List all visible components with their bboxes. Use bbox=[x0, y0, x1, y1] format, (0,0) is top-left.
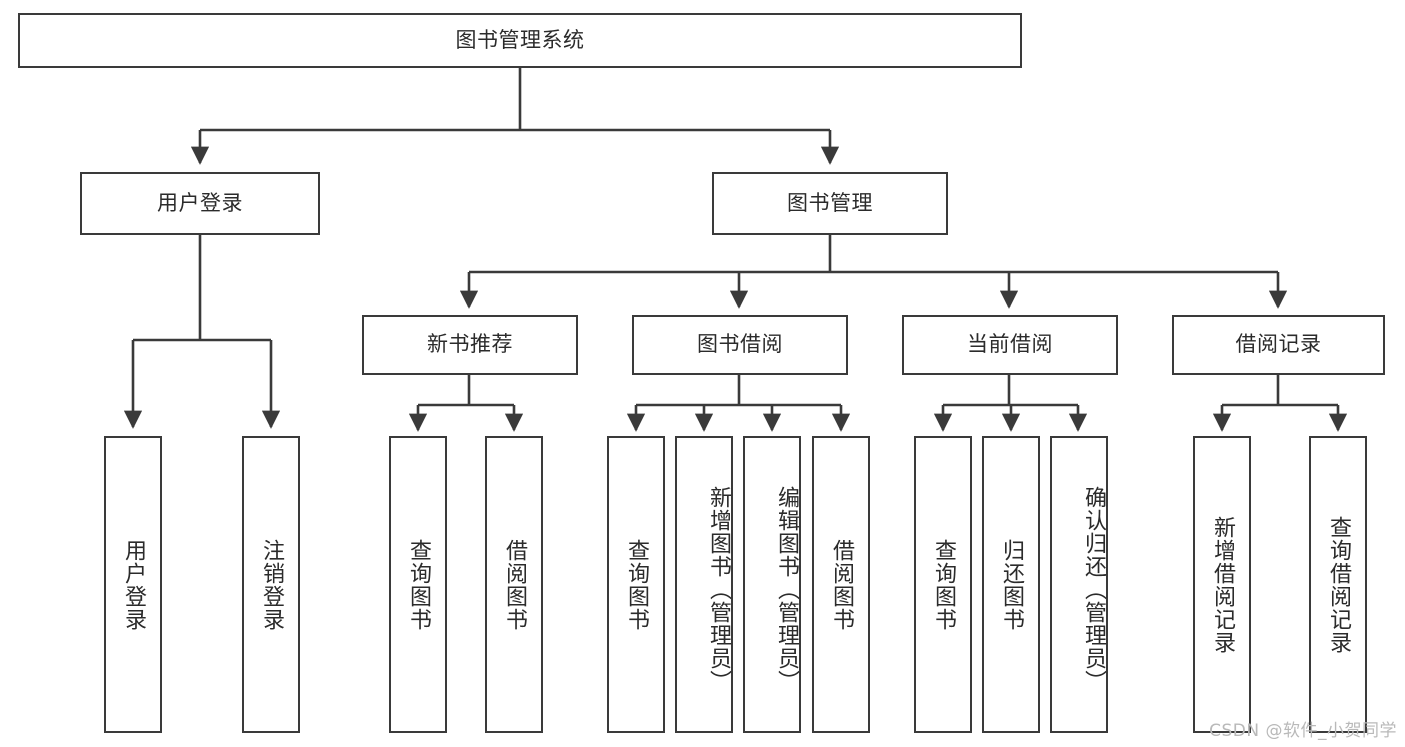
leaf-add-book[interactable]: 新增图书（管理员） bbox=[675, 436, 733, 733]
leaf-return-book[interactable]: 归还图书 bbox=[982, 436, 1040, 733]
node-book-borrow[interactable]: 图书借阅 bbox=[632, 315, 848, 375]
node-current-borrow[interactable]: 当前借阅 bbox=[902, 315, 1118, 375]
leaf-add-record[interactable]: 新增借阅记录 bbox=[1193, 436, 1251, 733]
node-borrow-record[interactable]: 借阅记录 bbox=[1172, 315, 1385, 375]
leaf-query-book-1[interactable]: 查询图书 bbox=[389, 436, 447, 733]
leaf-query-record[interactable]: 查询借阅记录 bbox=[1309, 436, 1367, 733]
leaf-user-login[interactable]: 用户登录 bbox=[104, 436, 162, 733]
leaf-query-book-2[interactable]: 查询图书 bbox=[607, 436, 665, 733]
leaf-query-book-3[interactable]: 查询图书 bbox=[914, 436, 972, 733]
leaf-edit-book[interactable]: 编辑图书（管理员） bbox=[743, 436, 801, 733]
leaf-confirm-return[interactable]: 确认归还（管理员） bbox=[1050, 436, 1108, 733]
node-user-login[interactable]: 用户登录 bbox=[80, 172, 320, 235]
node-root[interactable]: 图书管理系统 bbox=[18, 13, 1022, 68]
node-book-manage[interactable]: 图书管理 bbox=[712, 172, 948, 235]
watermark: CSDN @软件_小贺同学 bbox=[1209, 721, 1397, 741]
leaf-logout-login[interactable]: 注销登录 bbox=[242, 436, 300, 733]
node-new-book-recommend[interactable]: 新书推荐 bbox=[362, 315, 578, 375]
leaf-borrow-book-1[interactable]: 借阅图书 bbox=[485, 436, 543, 733]
leaf-borrow-book-2[interactable]: 借阅图书 bbox=[812, 436, 870, 733]
